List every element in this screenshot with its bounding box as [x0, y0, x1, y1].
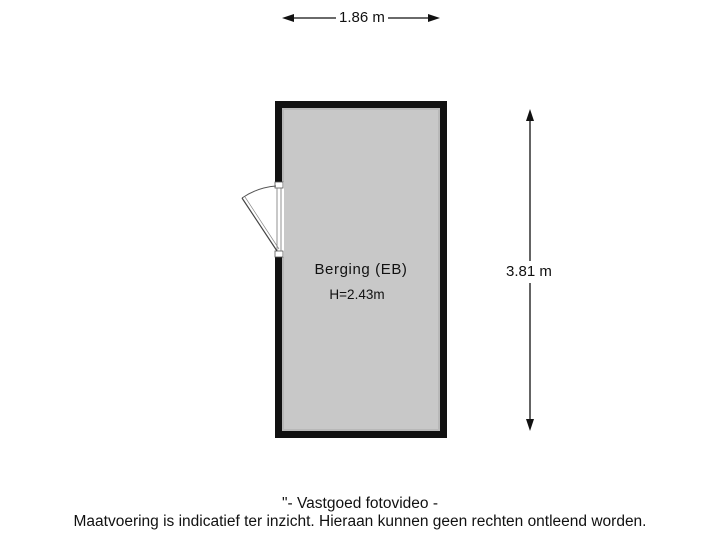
- height-arrow-top: [526, 109, 534, 121]
- width-dimension-label: 1.86 m: [336, 9, 388, 27]
- door-swing-arc: [241, 185, 277, 199]
- width-arrow-left: [282, 14, 294, 22]
- door-leaf: [241, 197, 278, 252]
- door-leaf-inner: [244, 196, 280, 250]
- room-floor-edge: [282, 108, 440, 431]
- footer-credit: "- Vastgoed fotovideo -: [282, 495, 438, 512]
- door-jamb-bottom: [274, 250, 284, 258]
- door: [241, 181, 284, 258]
- room-berging: [275, 101, 447, 438]
- door-opening: [274, 182, 284, 257]
- door-jamb-top: [274, 181, 284, 189]
- room-floor: [283, 109, 439, 430]
- height-dimension-label: 3.81 m: [506, 261, 552, 283]
- room-name: Berging (EB): [314, 261, 408, 278]
- footer-disclaimer: Maatvoering is indicatief ter inzicht. H…: [73, 513, 647, 530]
- room-ceiling-height: H=2.43m: [329, 287, 385, 302]
- width-arrow-right: [428, 14, 440, 22]
- height-arrow-bottom: [526, 419, 534, 431]
